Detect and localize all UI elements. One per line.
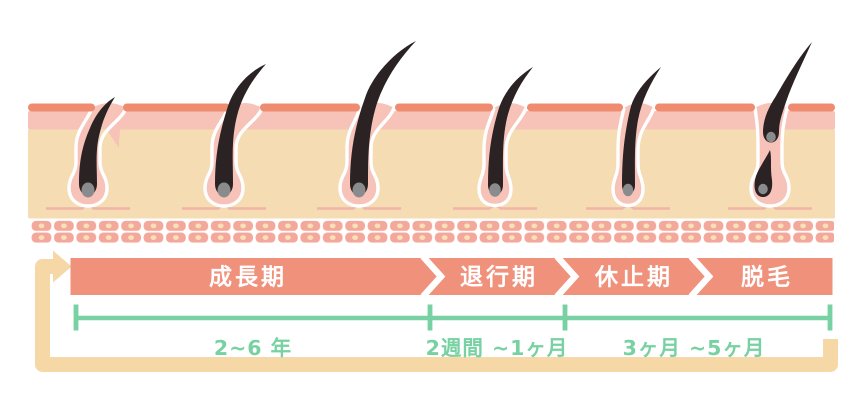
duration-label-anagen: 2~6 年 xyxy=(214,336,292,360)
hair-shaft-anagen-growing xyxy=(215,64,266,196)
surface-strip-segment xyxy=(260,103,360,112)
hair-shaft-shed-club xyxy=(763,42,812,143)
phase-divider-chevron-icon xyxy=(688,254,714,299)
skin-surface-strip xyxy=(28,103,835,112)
phase-bar: 成長期 退行期 休止期 脱毛 xyxy=(70,254,833,299)
duration-labels: 2~6 年 2週間 ~1ヶ月 3ヶ月 ~5ヶ月 xyxy=(214,336,766,360)
subcutaneous-fat-layer xyxy=(31,219,834,244)
cycle-loop-arrow xyxy=(35,250,838,372)
surface-strip-segment xyxy=(395,103,493,112)
dermal-papilla xyxy=(622,183,634,197)
hair-shaft-anagen-early xyxy=(79,97,115,196)
duration-bracket xyxy=(73,304,833,331)
skin-cross-section-illustration xyxy=(28,41,835,244)
hair-shaft-anagen-mature xyxy=(350,41,416,196)
phase-divider-chevron-icon xyxy=(420,254,446,299)
surface-strip-segment xyxy=(655,103,755,112)
surface-strip-segment xyxy=(527,103,623,112)
dermal-papilla xyxy=(217,182,231,198)
phase-label-anagen: 成長期 xyxy=(209,265,287,291)
epidermis-layer xyxy=(28,111,835,130)
hair-shaft-catagen-early xyxy=(488,67,533,195)
dermal-papilla xyxy=(352,182,366,198)
cycle-loop-path xyxy=(35,259,838,372)
surface-strip-segment xyxy=(28,103,95,112)
hair-shaft-catagen-late xyxy=(622,67,661,194)
club-hair-papilla xyxy=(766,131,776,143)
dermal-papilla xyxy=(489,183,501,197)
surface-strip-segment xyxy=(788,103,835,112)
dermal-papilla xyxy=(81,182,95,198)
phase-bar-background xyxy=(70,258,833,295)
phase-label-telogen: 休止期 xyxy=(594,265,673,291)
hair-shafts xyxy=(79,41,812,198)
new-hair-germ xyxy=(754,150,773,197)
phase-divider-chevron-icon xyxy=(554,254,580,299)
dermal-papilla xyxy=(758,183,768,195)
phase-label-catagen: 退行期 xyxy=(460,264,538,291)
surface-strip-segment xyxy=(123,103,230,112)
phase-label-shedding: 脱毛 xyxy=(741,264,793,291)
dermis-layer xyxy=(28,129,835,219)
duration-label-catagen: 2週間 ~1ヶ月 xyxy=(426,336,569,360)
duration-label-telogen: 3ヶ月 ~5ヶ月 xyxy=(623,336,766,360)
cycle-arrowhead-icon xyxy=(53,250,72,283)
